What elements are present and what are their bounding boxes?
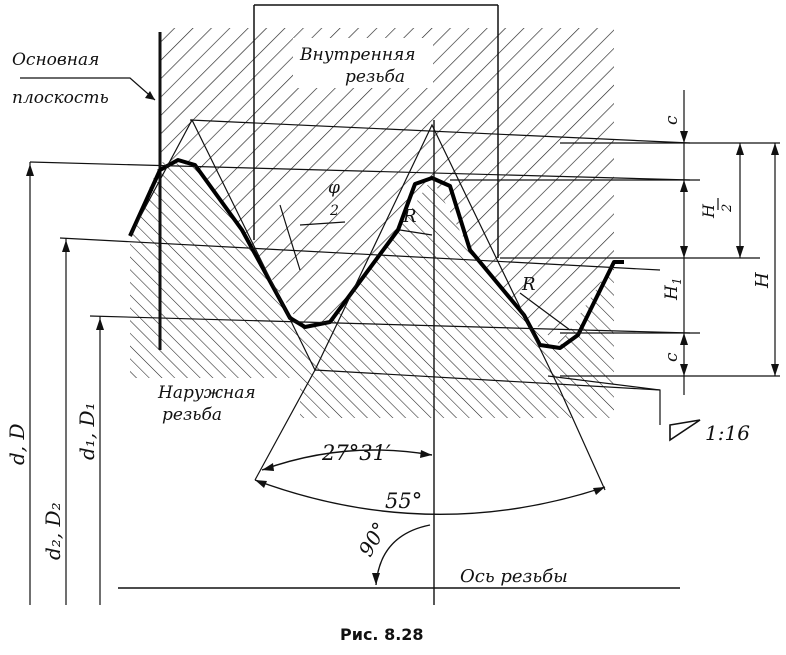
label-h1-sub: 1 bbox=[670, 277, 684, 285]
label-phi-top: φ bbox=[328, 178, 340, 198]
figure-caption: Рис. 8.28 bbox=[340, 625, 424, 644]
taper-line-2 bbox=[29, 161, 691, 181]
angle-55-arrow-right bbox=[593, 487, 605, 495]
label-h-half-top: H bbox=[699, 203, 718, 219]
base-plane-arrow bbox=[145, 91, 155, 100]
phi-underline bbox=[299, 221, 346, 226]
label-internal-2: резьба bbox=[345, 67, 405, 87]
ext-line-left bbox=[254, 369, 316, 481]
taper-leader bbox=[547, 375, 661, 425]
taper-line-3 bbox=[59, 237, 661, 271]
label-base-plane-2: плоскость bbox=[12, 88, 109, 108]
label-internal-1: Внутренняя bbox=[299, 45, 416, 65]
taper-line-1 bbox=[189, 119, 691, 144]
label-taper: 1:16 bbox=[705, 421, 750, 445]
ext-line-right bbox=[559, 389, 606, 491]
label-h-half-bottom: 2 bbox=[720, 204, 735, 213]
label-radius-2: R bbox=[521, 274, 536, 295]
angle-27-arc bbox=[261, 449, 433, 471]
label-h1-letter: H bbox=[662, 284, 682, 301]
taper-line-4 bbox=[89, 315, 691, 334]
label-angle-55: 55° bbox=[385, 489, 422, 513]
base-plane-leader bbox=[20, 77, 156, 101]
angle-55-arc bbox=[254, 479, 606, 515]
taper-triangle bbox=[669, 419, 701, 442]
internal-label-bg bbox=[293, 38, 433, 88]
label-angle-90: 90° bbox=[354, 518, 393, 561]
label-d-pitch: d₂, D₂ bbox=[41, 502, 65, 560]
diameter-arrows bbox=[26, 164, 104, 330]
label-h-full: H bbox=[752, 272, 773, 289]
thread-profile bbox=[128, 158, 624, 350]
label-d-minor: d₁, D₁ bbox=[75, 402, 99, 460]
label-c-top: c bbox=[662, 115, 682, 125]
angle-27-arrow-right bbox=[420, 450, 432, 458]
label-angle-27: 27°31′ bbox=[321, 441, 391, 465]
label-radius-1: R bbox=[402, 206, 417, 227]
label-c-bottom: c bbox=[662, 352, 682, 362]
angle-55-arrow-left bbox=[255, 480, 267, 488]
angle-27-arrow-left bbox=[262, 463, 274, 471]
label-d-major: d, D bbox=[5, 423, 29, 465]
label-thread-axis: Ось резьбы bbox=[460, 566, 568, 587]
r1-leader bbox=[399, 229, 433, 236]
phi-leader bbox=[279, 204, 301, 271]
angle-90-arrow bbox=[372, 573, 380, 585]
label-external-2: резьба bbox=[162, 405, 222, 425]
taper-line-5 bbox=[314, 369, 661, 391]
label-base-plane-1: Основная bbox=[12, 50, 99, 70]
dim-arrows bbox=[680, 131, 779, 376]
external-label-bg bbox=[150, 378, 260, 428]
label-phi-bottom: 2 bbox=[329, 203, 339, 219]
r2-leader bbox=[519, 292, 571, 331]
label-external-1: Наружная bbox=[157, 383, 256, 403]
